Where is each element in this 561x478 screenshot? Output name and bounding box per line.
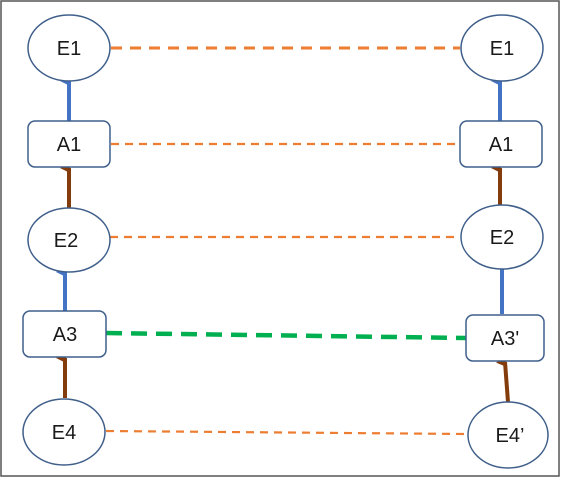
right-node-a1 — [459, 120, 543, 168]
left-node-e4 — [22, 398, 106, 466]
left-node-a3 — [22, 310, 107, 358]
right-node-e2 — [460, 204, 544, 270]
right-node-a3-label: A3' — [491, 328, 519, 350]
right-node-e1 — [460, 14, 544, 82]
right-node-e2-label: E2 — [490, 227, 514, 249]
right-node-a1-label: A1 — [489, 134, 513, 156]
left-node-e1-label: E1 — [57, 38, 81, 60]
right-node-a3 — [465, 314, 545, 362]
right-node-e1-label: E1 — [490, 38, 514, 60]
left-node-e1 — [27, 14, 111, 82]
left-node-e2 — [27, 207, 111, 273]
left-node-e4-label: E4 — [52, 422, 76, 444]
right-arrow-e4-to-a3 — [496, 356, 510, 403]
left-node-a1 — [27, 120, 111, 168]
left-node-a3-label: A3 — [53, 324, 77, 346]
right-node-e4 — [467, 401, 549, 469]
link-a3 — [105, 330, 467, 341]
left-node-a1-label: A1 — [57, 134, 81, 156]
right-node-e4-label: E4’ — [496, 425, 525, 447]
link-e4 — [105, 429, 467, 436]
left-node-e2-label: E2 — [54, 230, 78, 252]
